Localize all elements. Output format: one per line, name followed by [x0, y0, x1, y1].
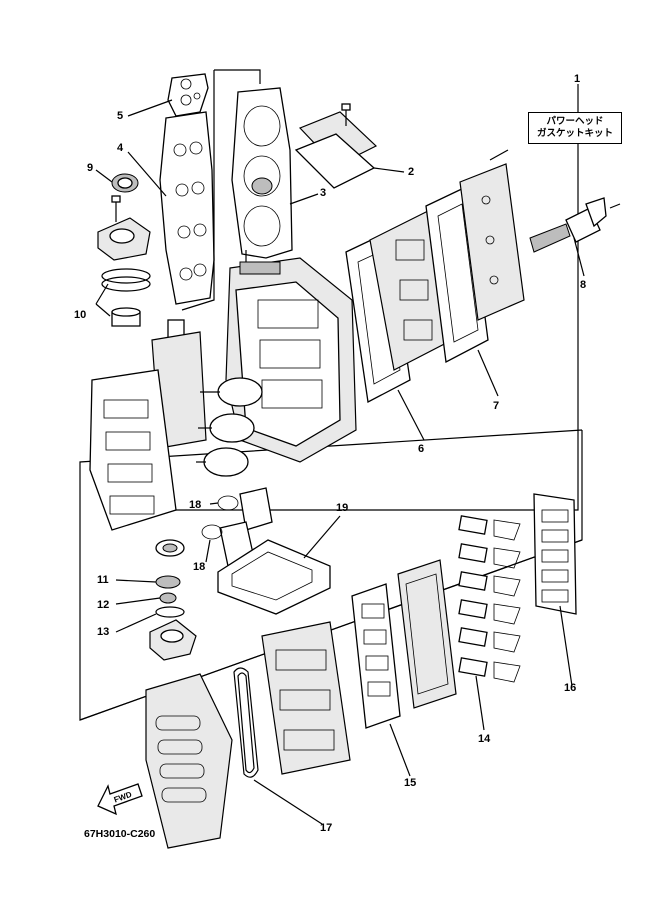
part-reed-gasket-16: [533, 493, 577, 615]
part-silencer-cover: [145, 673, 233, 849]
callout-6: 6: [418, 443, 424, 455]
callout-1: 1: [574, 73, 580, 85]
kit-label-line1: パワーヘッド: [546, 116, 604, 127]
fwd-arrow-icon: FWD: [97, 783, 143, 816]
callout-18-upper: 18: [189, 499, 201, 511]
part-oil-seal-9: [111, 173, 139, 193]
part-intake-gasket-15: [351, 583, 401, 729]
part-head-gasket-long: [159, 111, 215, 305]
callout-5: 5: [117, 110, 123, 122]
part-reed-valves: [458, 515, 521, 683]
callout-16: 16: [564, 682, 576, 694]
callout-18-lower: 18: [193, 561, 205, 573]
part-o-ring-13: [155, 606, 185, 618]
part-silencer-gasket-17: [233, 667, 259, 778]
callout-numbers: 1 2 3 4 5 6 7 8 9 10 11 12 13 14 15 16 1…: [74, 73, 586, 834]
callout-2: 2: [408, 166, 414, 178]
part-carburetor-body: [261, 621, 351, 775]
callout-11: 11: [97, 574, 109, 586]
part-upper-bearing-housing: [97, 195, 151, 261]
callout-14: 14: [478, 733, 491, 745]
kit-label-line2: ガスケットキット: [536, 128, 613, 139]
callout-10: 10: [74, 309, 86, 321]
callout-13: 13: [97, 626, 109, 638]
gasket-kit-label-box: パワーヘッド ガスケットキット: [528, 112, 622, 144]
part-exhaust-outer-cover: [459, 149, 525, 321]
part-cylinder-head-gasket: [231, 87, 293, 259]
part-lower-bearing-housing: [149, 619, 197, 661]
part-oil-seal-11: [155, 575, 181, 589]
part-intake-manifold: [397, 559, 457, 709]
callout-7: 7: [493, 400, 499, 412]
callout-17: 17: [320, 822, 332, 834]
callout-8: 8: [580, 279, 586, 291]
callout-3: 3: [320, 187, 326, 199]
callout-4: 4: [117, 142, 124, 154]
part-crankshaft: [151, 319, 263, 477]
callout-15: 15: [404, 777, 416, 789]
part-thermostat-cover: [167, 73, 209, 117]
part-lower-bearing: [155, 539, 185, 557]
part-fitting-8: [529, 197, 621, 253]
part-oil-seal-12: [159, 592, 177, 604]
part-crankcase-half: [89, 369, 177, 531]
part-cover-gasket: [294, 103, 378, 189]
part-cover-gasket-19: [217, 539, 331, 615]
leader-lines: [95, 84, 585, 825]
part-anode-upper: [217, 487, 273, 531]
callout-19: 19: [336, 502, 348, 514]
part-piston-rings: [101, 268, 151, 327]
callout-12: 12: [97, 599, 109, 611]
part-cylinder-block: [225, 250, 357, 463]
callout-9: 9: [87, 162, 93, 174]
diagram-code: 67H3010-C260: [84, 828, 156, 840]
